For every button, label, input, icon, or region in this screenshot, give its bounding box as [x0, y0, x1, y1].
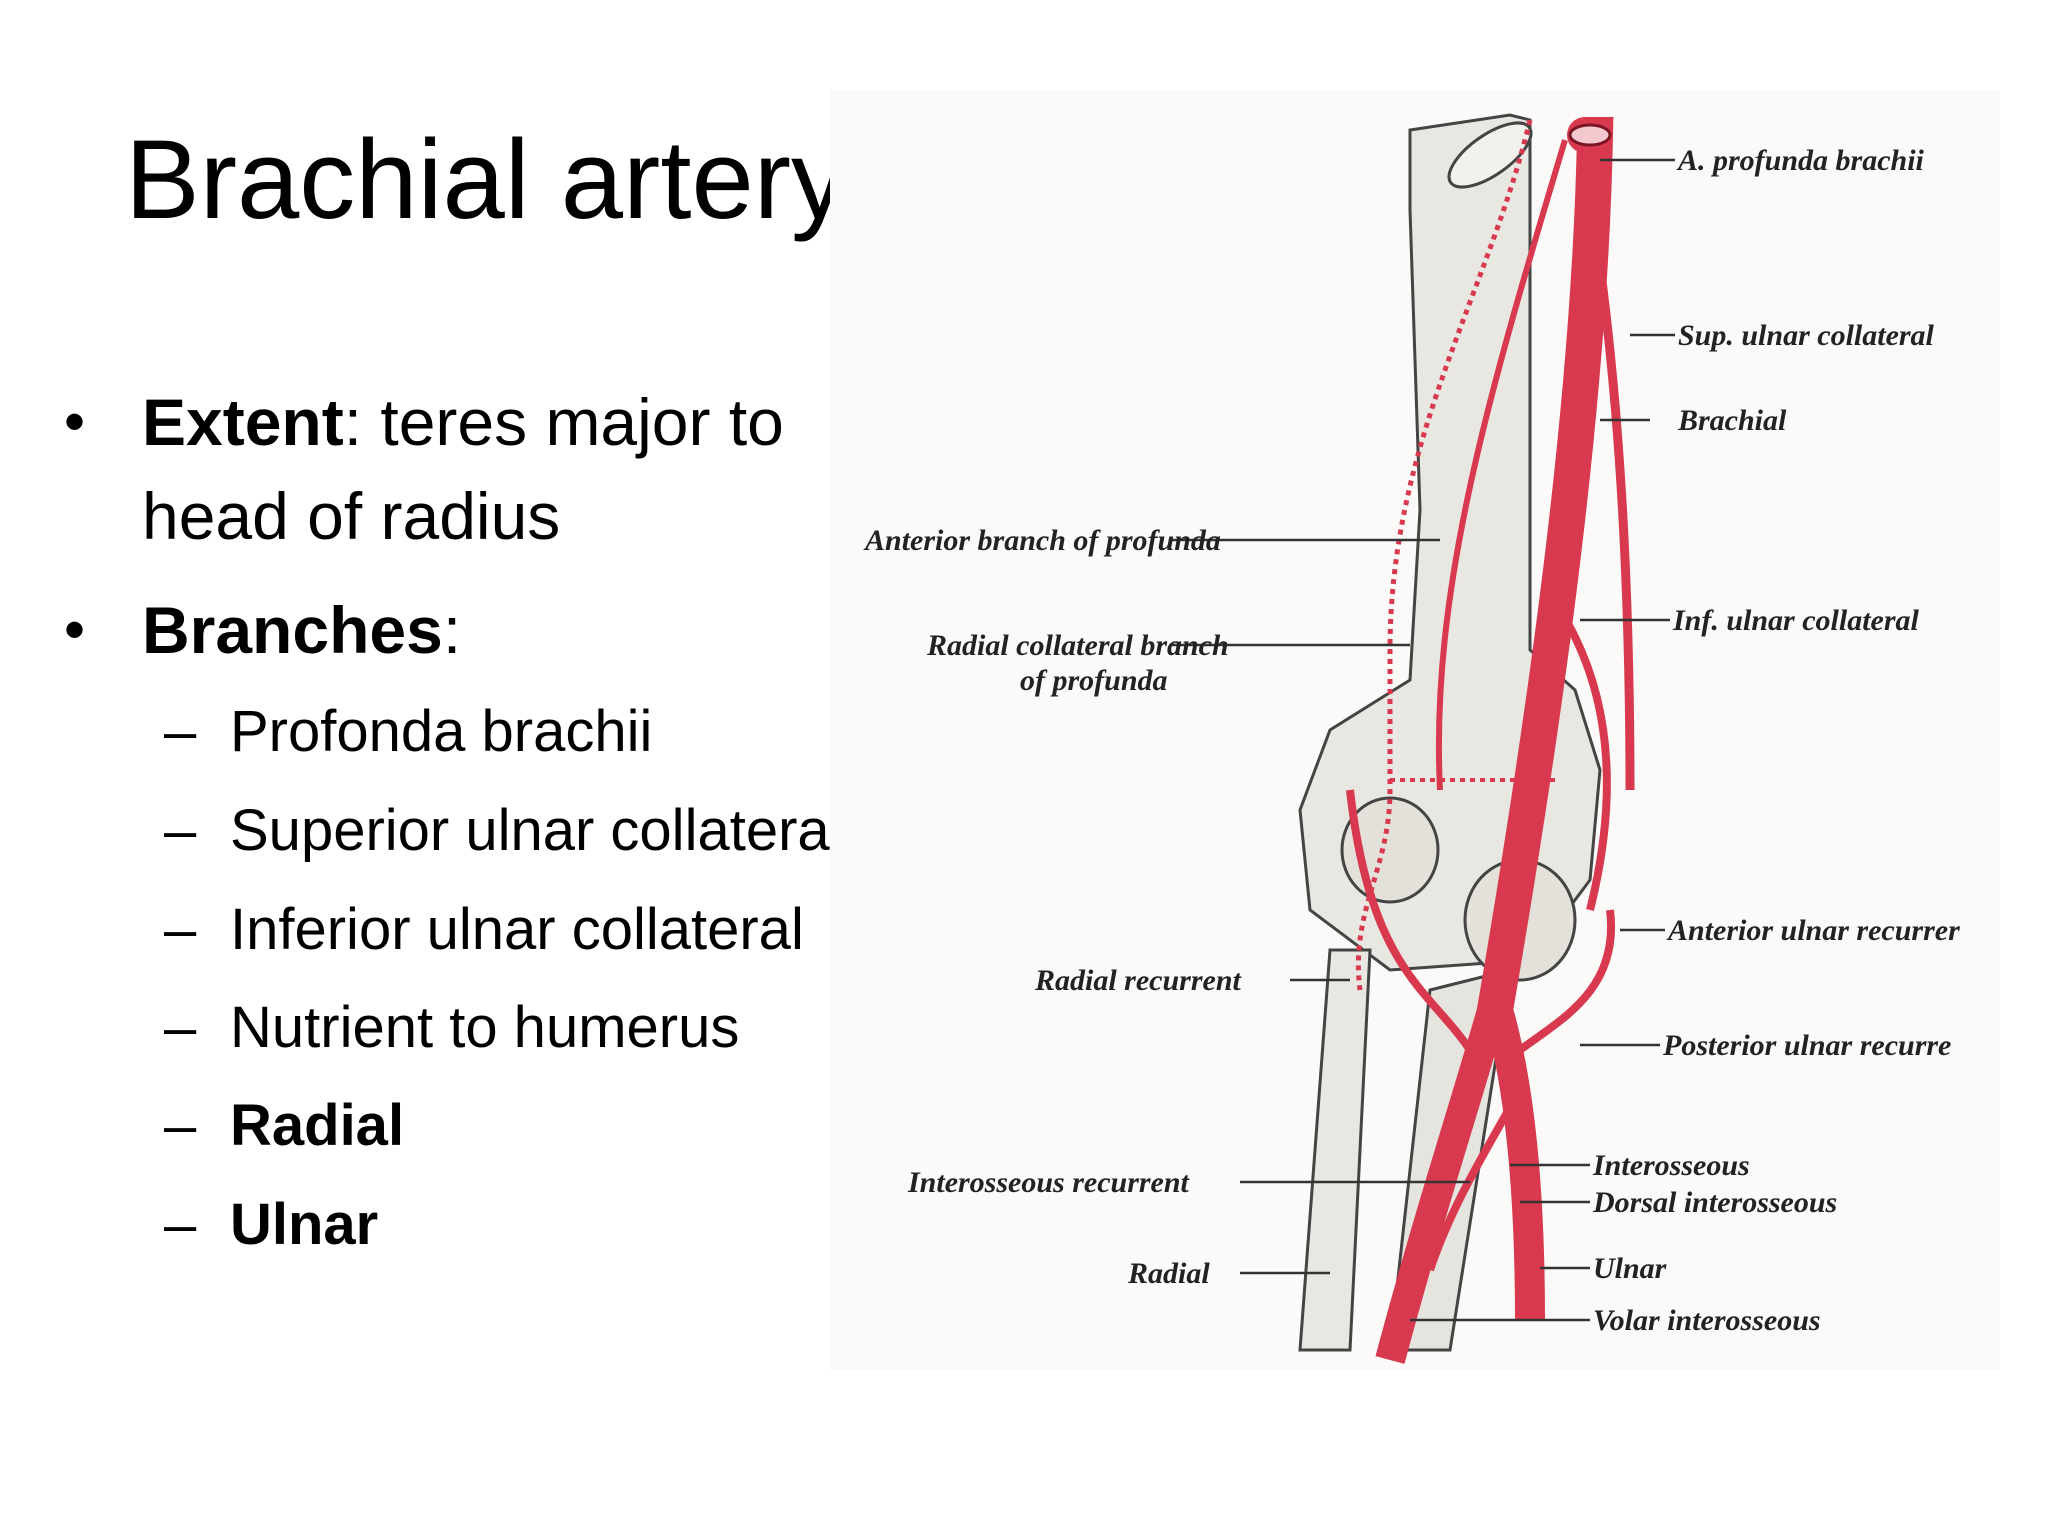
label-anterior-branch-profunda: Anterior branch of profunda	[863, 524, 1221, 557]
ulnar-recurrent-artery	[1517, 909, 1616, 1054]
sub-bullet-label: Nutrient to humerus	[230, 995, 740, 1060]
bullet-text: : teres major to head of radius	[142, 385, 784, 553]
anterior-branch-profunda-artery	[1435, 139, 1568, 791]
radial-recurrent-artery	[1346, 789, 1474, 1053]
bullet-term: Branches	[142, 593, 443, 667]
label-posterior-ulnar-recurrent: Posterior ulnar recurre	[1662, 1029, 1951, 1062]
sub-bullet: –Ulnar	[164, 1192, 379, 1257]
brachial-artery-cut	[1568, 123, 1612, 147]
sub-bullet-label: Ulnar	[230, 1192, 379, 1257]
bullet-extent: • Extent: teres major to head of radius	[64, 375, 932, 563]
inferior-ulnar-collateral-artery	[1556, 607, 1611, 911]
label-ulnar: Ulnar	[1593, 1252, 1667, 1285]
sub-bullet: –Inferior ulnar collateral	[164, 897, 804, 962]
label-anterior-ulnar-recurrent: Anterior ulnar recurrer	[1666, 914, 1960, 947]
humerus-cut-section	[1447, 121, 1533, 189]
label-volar-interosseous: Volar interosseous	[1593, 1304, 1821, 1337]
radius-bone	[1298, 948, 1372, 1352]
sub-bullet: –Radial	[164, 1093, 405, 1158]
bullet-text: :	[442, 593, 462, 667]
sub-bullet: –Superior ulnar collateral	[164, 798, 843, 863]
sub-bullet: –Profonda brachii	[164, 699, 653, 764]
artery-diagram: A. profunda brachii Sup. ulnar collatera…	[863, 113, 1960, 1364]
sub-bullet: –Nutrient to humerus	[164, 995, 740, 1060]
radial-artery	[1375, 995, 1510, 1364]
label-interosseous: Interosseous	[1592, 1149, 1750, 1182]
sub-bullet-label: Radial	[230, 1093, 405, 1158]
label-brachial: Brachial	[1677, 404, 1787, 437]
bullet-branches: • Branches:	[64, 583, 932, 677]
bullet-term: Extent	[142, 385, 344, 459]
label-radial-collateral: Radial collateral branch	[926, 629, 1229, 662]
interosseous-artery	[1426, 1088, 1524, 1272]
profunda-dotted-course	[1355, 119, 1533, 991]
sub-bullet-label: Profonda brachii	[230, 699, 653, 764]
label-interosseous-recurrent: Interosseous recurrent	[907, 1166, 1191, 1199]
arm-artery-illustration: A. profunda brachii Sup. ulnar collatera…	[830, 90, 2000, 1370]
slide-title: Brachial artery	[125, 117, 848, 242]
label-inf-ulnar-collateral: Inf. ulnar collateral	[1672, 604, 1920, 637]
label-profunda-brachii: A. profunda brachii	[1676, 144, 1925, 177]
label-radial-collateral-line2: of profunda	[1020, 664, 1168, 697]
superior-ulnar-collateral-artery	[1587, 209, 1635, 791]
ulnar-artery	[1480, 995, 1545, 1321]
label-dorsal-interosseous: Dorsal interosseous	[1592, 1186, 1837, 1219]
bullet-dot: •	[64, 388, 86, 455]
sub-bullet-label: Inferior ulnar collateral	[230, 897, 804, 962]
label-radial: Radial	[1127, 1257, 1210, 1290]
label-radial-recurrent: Radial recurrent	[1034, 964, 1243, 997]
sub-bullet-label: Superior ulnar collateral	[230, 798, 843, 863]
bullet-dot: •	[64, 596, 86, 663]
label-sup-ulnar-collateral: Sup. ulnar collateral	[1678, 319, 1935, 352]
